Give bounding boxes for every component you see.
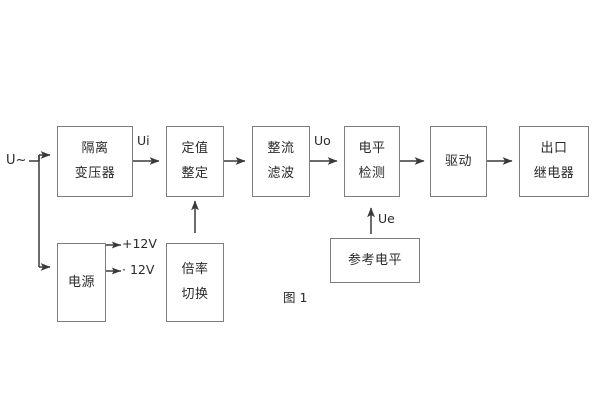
rail-label-positive-12v: +12V [122,236,157,251]
block-multiplier-switch-line1: 倍率 [181,262,209,278]
block-power-supply: 电源 [57,243,106,322]
signal-label-ue: Ue [378,211,395,226]
block-rectify-filter-line1: 整流 [267,141,295,157]
block-isolation-transformer: 隔离 变压器 [57,126,133,197]
signal-label-uo: Uo [314,133,331,148]
block-output-relay: 出口 继电器 [519,126,589,197]
block-power-supply-line1: 电源 [67,274,95,290]
block-level-detect: 电平 检测 [344,126,400,197]
block-reference-level: 参考电平 [330,238,420,283]
block-driver-line1: 驱动 [444,153,472,169]
block-rectify-filter: 整流 滤波 [252,126,310,197]
block-setting-value-line1: 定值 [181,141,209,157]
block-isolation-transformer-line2: 变压器 [74,166,116,181]
block-output-relay-line1: 出口 [540,141,568,157]
block-multiplier-switch-line2: 切换 [181,287,209,302]
block-reference-level-line1: 参考电平 [347,252,402,268]
block-multiplier-switch: 倍率 切换 [166,243,224,322]
block-setting-value-line2: 整定 [181,166,209,181]
signal-label-ui: Ui [137,133,150,148]
input-voltage-label: U~ [6,153,27,168]
block-rectify-filter-line2: 滤波 [267,166,295,181]
block-output-relay-line2: 继电器 [533,166,575,181]
block-level-detect-line1: 电平 [358,141,386,157]
block-driver: 驱动 [430,126,487,197]
figure-caption: 图 1 [283,290,308,305]
block-setting-value: 定值 整定 [166,126,224,197]
rail-label-negative-12v: · 12V [122,262,155,277]
block-isolation-transformer-line1: 隔离 [81,141,109,157]
block-level-detect-line2: 检测 [358,166,386,181]
